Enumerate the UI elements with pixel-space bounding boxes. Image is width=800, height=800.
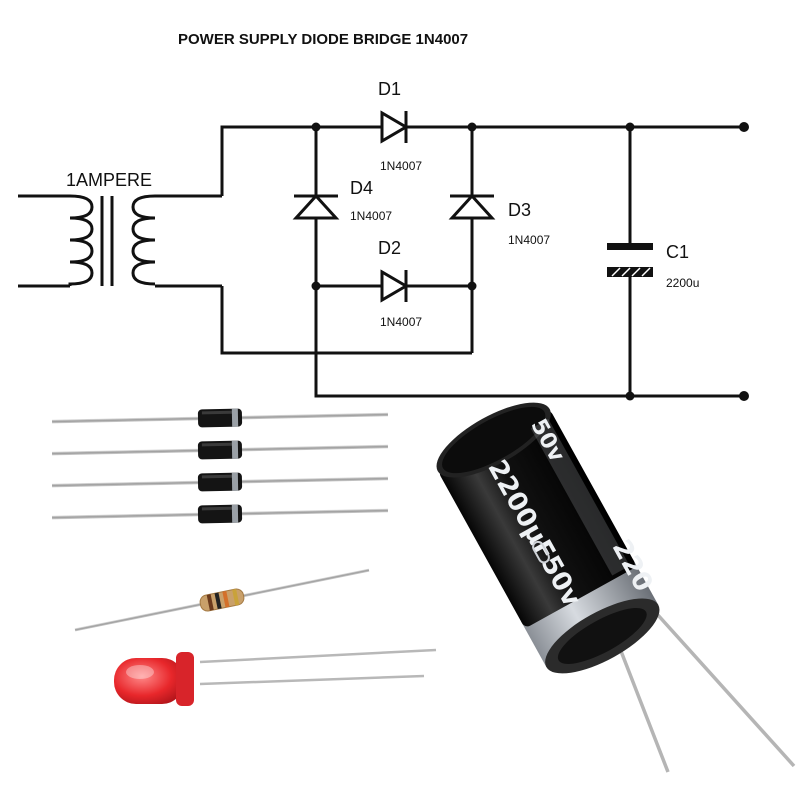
diode-photo [51,504,389,524]
diode-d1-part: 1N4007 [380,159,422,173]
diode-d3-ref: D3 [508,200,531,220]
transformer-symbol [18,194,222,288]
diode-d1-ref: D1 [378,79,401,99]
electrolytic-capacitor-photo: 2200µF50v 50v 220 [436,402,796,773]
diode-d4-ref: D4 [350,178,373,198]
diode-d2-part: 1N4007 [380,315,422,329]
transformer-label: 1AMPERE [66,170,152,190]
diode-photo [51,440,389,460]
capacitor-c1-value: 2200u [666,276,699,290]
diode-d4-part: 1N4007 [350,209,392,223]
capacitor-c1-symbol [607,243,653,277]
diode-d2-symbol [380,269,409,303]
diode-photo [51,408,389,428]
diode-d3-symbol [448,193,496,220]
output-terminal-negative [739,391,749,401]
junction-dots [311,122,635,401]
diode-photos [51,408,389,524]
diode-d3-part: 1N4007 [508,233,550,247]
diode-d4-symbol [292,193,340,220]
capacitor-c1-ref: C1 [666,242,689,262]
diode-d2-ref: D2 [378,238,401,258]
resistor-photo [74,568,370,632]
output-terminal-positive [739,122,749,132]
diode-d1-symbol [380,110,409,144]
led-photo [114,648,437,706]
diagram-title: POWER SUPPLY DIODE BRIDGE 1N4007 [178,31,468,48]
schematic: 1AMPERE [18,79,749,401]
diode-photo [51,472,389,492]
